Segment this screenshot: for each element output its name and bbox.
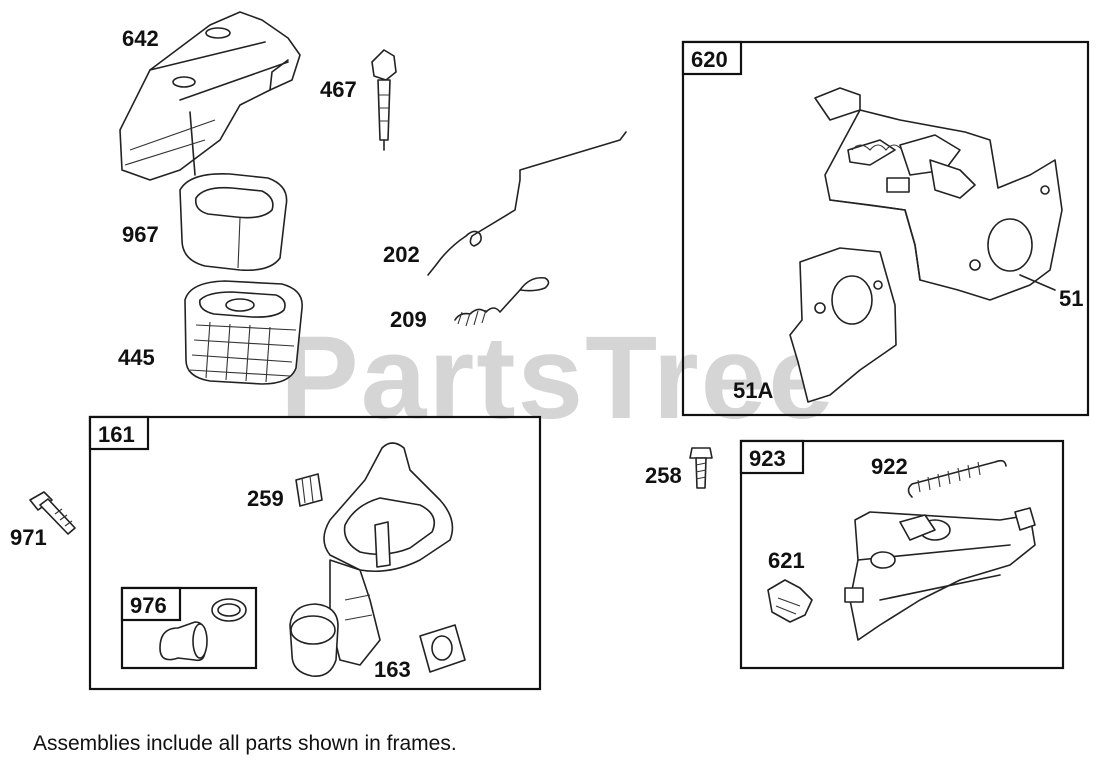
part-163-gasket[interactable]	[419, 624, 466, 673]
frame-161-tag	[88, 415, 150, 451]
frame-620-label: 620	[691, 47, 728, 72]
callout-642: 642	[122, 26, 159, 51]
callout-258: 258	[645, 463, 682, 488]
frame-161	[88, 415, 542, 691]
part-202-governor-link[interactable]	[427, 131, 627, 276]
callout-259: 259	[247, 486, 284, 511]
frame-161-label: 161	[98, 422, 135, 447]
watermark: PartsTree	[280, 312, 836, 444]
part-259-connector[interactable]	[295, 473, 323, 507]
frame-923-label: 923	[749, 446, 786, 471]
callout-51: 51	[1059, 286, 1083, 311]
part-967-pre-cleaner[interactable]	[179, 173, 288, 272]
frame-620-tag	[681, 40, 743, 76]
leader-51	[1019, 274, 1056, 291]
callout-209: 209	[390, 307, 427, 332]
callout-922: 922	[871, 454, 908, 479]
part-642-air-cleaner-cover[interactable]	[119, 11, 301, 181]
part-209-governor-spring[interactable]	[454, 276, 550, 327]
part-621-clip[interactable]	[767, 579, 813, 623]
callout-163: 163	[374, 657, 411, 682]
frame-923-tag	[739, 439, 805, 475]
part-971-bolt[interactable]	[29, 491, 76, 535]
callout-445: 445	[118, 345, 155, 370]
callout-51A: 51A	[733, 378, 773, 403]
part-922-spring[interactable]	[907, 459, 1007, 498]
frame-620	[681, 40, 1090, 417]
part-258-screw[interactable]	[689, 447, 713, 489]
frame-976-tag	[120, 586, 182, 622]
part-620-control-bracket[interactable]	[814, 87, 1063, 301]
part-467-dipstick[interactable]	[371, 49, 397, 151]
callout-967: 967	[122, 222, 159, 247]
part-923-control-plate[interactable]	[844, 507, 1036, 641]
footnote: Assemblies include all parts shown in fr…	[33, 732, 457, 755]
part-445-air-filter[interactable]	[184, 280, 303, 385]
callout-971: 971	[10, 525, 47, 550]
callout-202: 202	[383, 242, 420, 267]
frame-923	[739, 439, 1065, 670]
callout-467: 467	[320, 77, 357, 102]
part-161-air-cleaner-base[interactable]	[289, 442, 454, 677]
frame-976-label: 976	[130, 593, 167, 618]
frame-976	[120, 586, 258, 670]
part-976-retainer-ring[interactable]	[211, 598, 247, 622]
part-976-primer-bulb[interactable]	[159, 621, 208, 662]
part-51A-gasket-plate[interactable]	[789, 247, 897, 403]
callout-621: 621	[768, 548, 805, 573]
